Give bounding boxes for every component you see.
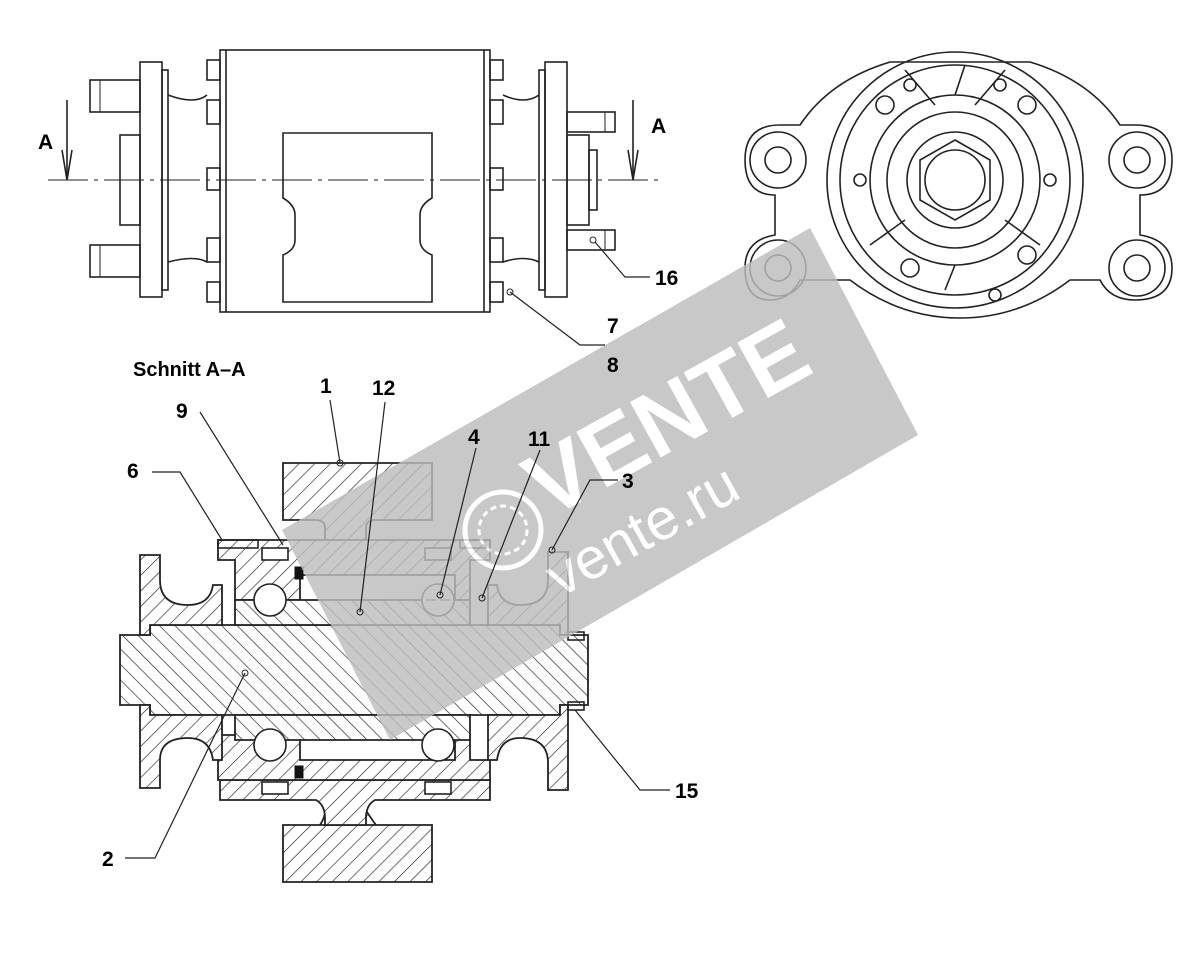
callout-4: 4 [468,426,480,449]
watermark-band [282,228,918,740]
bearing-ball [421,728,455,762]
bearing-ball [253,728,287,762]
callout-11: 11 [528,428,551,451]
callout-9: 9 [176,400,188,423]
callout-16: 16 [655,267,678,290]
body-bolts [206,59,504,303]
leaders [125,241,670,859]
end-view-bolts [853,78,1057,302]
callout-1: 1 [320,375,332,398]
section-marker-left: A [38,131,53,154]
callout-3: 3 [622,470,634,493]
side-view: A A [38,49,666,313]
section-marker-right: A [651,115,666,138]
callout-12: 12 [372,377,395,400]
callout-15: 15 [675,780,699,803]
callout-8: 8 [607,354,619,377]
end-view-segments [869,64,1041,291]
callout-6: 6 [127,460,139,483]
callout-7: 7 [607,315,619,338]
callout-2: 2 [102,848,114,871]
callouts: 16 7 8 1 12 9 6 4 11 3 2 15 [102,267,699,871]
watermark: VENTE vente.ru [282,228,918,740]
end-view [744,51,1173,319]
section-title: Schnitt A–A [133,359,246,381]
bearing-ball [253,583,287,617]
watermark-logo-icon [462,489,544,571]
